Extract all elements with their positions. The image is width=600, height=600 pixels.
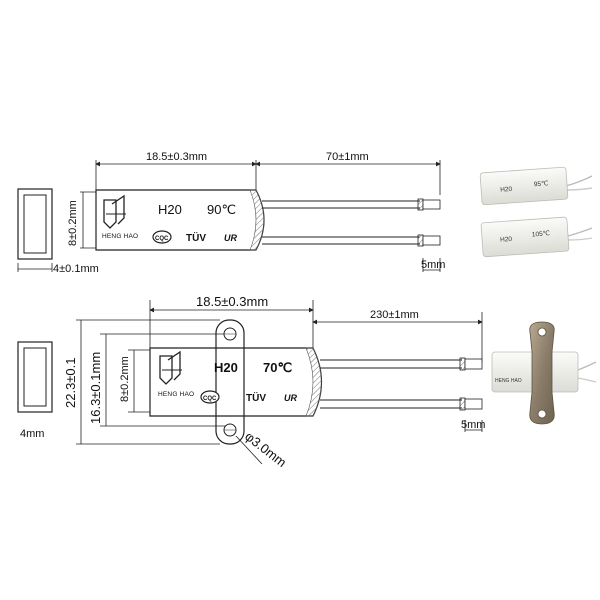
bottom-end-view-inner [23, 347, 47, 407]
top-dim-body-length: 18.5±0.3mm [146, 151, 207, 163]
bottom-dim-thickness: 4mm [20, 428, 44, 440]
photo-3: HENG HAO [491, 321, 597, 425]
top-temperature: 90℃ [207, 202, 236, 217]
bottom-model: H20 [214, 360, 238, 375]
top-tuv-mark: TÜV [186, 231, 206, 244]
photo-1-body [479, 166, 569, 206]
top-model: H20 [158, 202, 182, 217]
top-logo-icon [103, 194, 126, 229]
top-ur-mark: UR [224, 233, 237, 243]
bottom-body [149, 347, 322, 417]
bottom-dim-body-length: 18.5±0.3mm [196, 294, 268, 309]
bottom-dim-hole-spacing: 16.3±0.1mm [88, 352, 103, 424]
top-dim-thickness: 4±0.1mm [53, 263, 99, 275]
photo-2: H20 105℃ [480, 216, 593, 258]
top-end-view-inner [23, 194, 47, 254]
bottom-temperature: 70℃ [263, 360, 292, 375]
top-leads [262, 198, 441, 247]
top-dim-height: 8±0.2mm [67, 200, 79, 246]
bottom-cqc-mark: CQC [200, 390, 220, 404]
top-dim-lead-end: 5mm [421, 259, 445, 271]
photo-2-body [480, 216, 570, 258]
bottom-brand: HENG HAO [158, 391, 194, 398]
svg-text:HENG HAO: HENG HAO [495, 378, 522, 384]
bottom-dim-lead-length: 230±1mm [370, 309, 419, 321]
svg-text:CQC: CQC [203, 396, 217, 402]
bottom-epoxy-end [305, 347, 322, 417]
svg-text:CQC: CQC [155, 236, 169, 242]
bottom-dim-hole: φ3.0mm [242, 429, 289, 470]
svg-text:95℃: 95℃ [534, 180, 550, 188]
top-cqc-mark: CQC [152, 230, 172, 244]
bottom-leads [320, 357, 483, 411]
svg-text:105℃: 105℃ [532, 230, 551, 238]
svg-text:H20: H20 [500, 186, 513, 194]
photo-3-bracket [529, 321, 555, 425]
photo-1: H20 95℃ [479, 166, 593, 206]
bottom-drawing: 4mm 22.3±0.1 16.3±0.1mm 8±0.2mm 18.5±0.3… [17, 294, 485, 470]
bottom-dim-total-height: 22.3±0.1 [63, 357, 78, 408]
bottom-dim-height: 8±0.2mm [119, 356, 131, 402]
bottom-tuv-mark: TÜV [246, 391, 266, 404]
bottom-ur-mark: UR [284, 393, 297, 403]
svg-text:H20: H20 [500, 236, 513, 244]
bottom-bracket [215, 319, 245, 445]
top-drawing: 4±0.1mm 8±0.2mm 18.5±0.3mm 70±1mm [17, 151, 445, 275]
top-brand: HENG HAO [102, 233, 138, 240]
top-dim-lead-length: 70±1mm [326, 151, 369, 163]
bottom-logo-icon [159, 350, 182, 385]
top-epoxy-end [249, 189, 265, 251]
bottom-dim-lead-end: 5mm [461, 419, 485, 431]
